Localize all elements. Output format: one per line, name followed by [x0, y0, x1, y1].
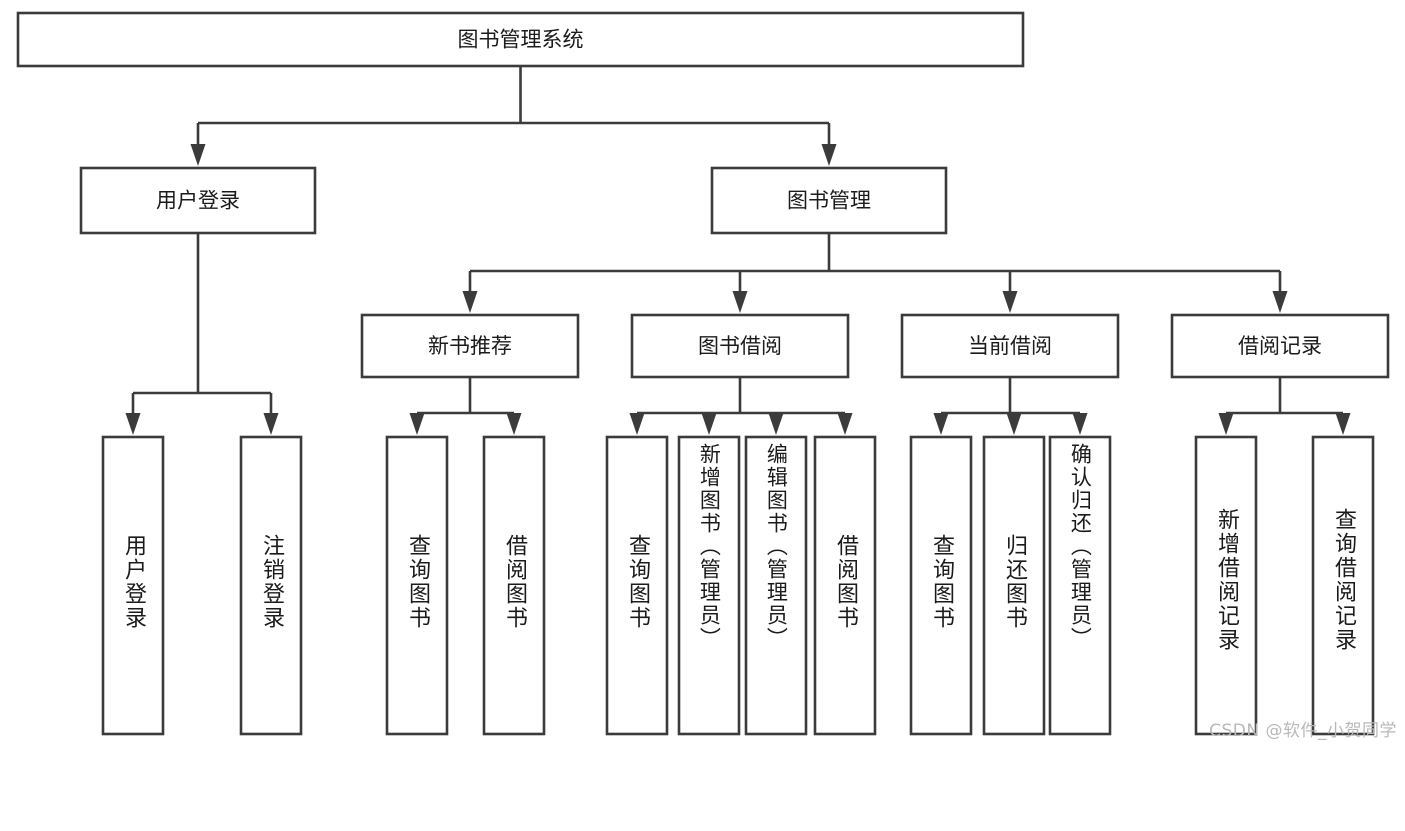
root-node[interactable]	[16, 11, 1025, 68]
arrow-leaf-logout-head	[263, 413, 279, 435]
root-node-label: 图书管理系统	[458, 28, 584, 52]
leaf-box-leaf-user-login[interactable]	[101, 435, 165, 736]
arrow-borrow-record-head	[1272, 291, 1288, 313]
arrow-leaf-query-book-3-head	[933, 413, 949, 435]
leaf-box-leaf-borrow-book-2[interactable]	[813, 435, 877, 736]
arrow-book-borrow-head	[732, 291, 748, 313]
leaf-box-leaf-edit-book[interactable]	[744, 435, 808, 736]
node-current-borrow-label: 当前借阅	[968, 334, 1052, 358]
leaf-box-leaf-query-record[interactable]	[1311, 435, 1375, 736]
arrow-leaf-add-record-head	[1218, 413, 1234, 435]
node-book-management[interactable]	[710, 166, 948, 235]
leaf-box-leaf-query-book-1[interactable]	[385, 435, 449, 736]
arrow-leaf-borrow-book-2-head	[837, 413, 853, 435]
arrow-leaf-add-book-head	[701, 413, 717, 435]
arrow-current-borrow-head	[1002, 291, 1018, 313]
node-book-borrow[interactable]	[630, 313, 850, 379]
leaf-box-leaf-logout[interactable]	[239, 435, 303, 736]
leaf-box-leaf-query-book-3[interactable]	[909, 435, 973, 736]
arrow-leaf-borrow-book-1-head	[506, 413, 522, 435]
arrow-leaf-query-record-head	[1335, 413, 1351, 435]
arrow-book-management-head	[821, 144, 837, 166]
node-user-login[interactable]	[79, 166, 317, 235]
arrow-leaf-return-book-head	[1006, 413, 1022, 435]
arrow-leaf-edit-book-head	[768, 413, 784, 435]
leaf-box-leaf-add-record[interactable]	[1194, 435, 1258, 736]
arrow-user-login-head	[190, 144, 206, 166]
leaf-box-leaf-confirm-return[interactable]	[1048, 435, 1112, 736]
node-borrow-record[interactable]	[1170, 313, 1390, 379]
arrow-leaf-confirm-return-head	[1072, 413, 1088, 435]
arrow-leaf-query-book-1-head	[409, 413, 425, 435]
diagram-canvas: 图书管理系统用户登录图书管理新书推荐图书借阅当前借阅借阅记录 用户登录注销登录查…	[16, 11, 1397, 741]
node-current-borrow[interactable]	[900, 313, 1120, 379]
leaf-box-leaf-add-book[interactable]	[677, 435, 741, 736]
leaf-box-leaf-return-book[interactable]	[982, 435, 1046, 736]
watermark-text: CSDN @软件_小贺同学	[1209, 721, 1397, 741]
node-user-login-label: 用户登录	[156, 189, 240, 213]
node-borrow-record-label: 借阅记录	[1238, 334, 1322, 358]
node-book-borrow-label: 图书借阅	[698, 334, 782, 358]
node-book-management-label: 图书管理	[787, 189, 871, 213]
connector-layer	[125, 66, 1351, 435]
leaf-box-leaf-borrow-book-1[interactable]	[482, 435, 546, 736]
leaf-box-leaf-query-book-2[interactable]	[605, 435, 669, 736]
node-new-book-recommend-label: 新书推荐	[428, 334, 512, 358]
arrow-new-book-recommend-head	[462, 291, 478, 313]
node-new-book-recommend[interactable]	[360, 313, 580, 379]
arrow-leaf-query-book-2-head	[629, 413, 645, 435]
arrow-leaf-user-login-head	[125, 413, 141, 435]
